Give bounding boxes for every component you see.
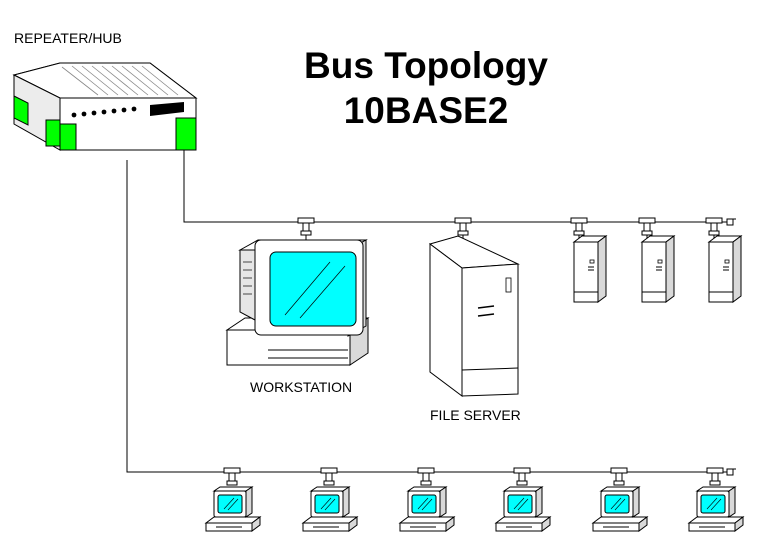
- tower-pc: [708, 235, 742, 303]
- lower-bus: [223, 467, 737, 486]
- hub-label: REPEATER/HUB: [14, 30, 122, 46]
- tower-pc: [641, 235, 675, 303]
- tower-pc: [573, 235, 607, 303]
- upper-bus: [297, 217, 737, 236]
- diagram-title-line-2: 10BASE2: [344, 90, 509, 131]
- desktop-pc: [495, 486, 551, 532]
- file-server: [428, 235, 520, 397]
- workstation-label: WORKSTATION: [250, 379, 352, 395]
- desktop-pc: [592, 486, 648, 532]
- diagram-title-line-1: Bus Topology: [304, 45, 548, 86]
- workstation: [225, 235, 370, 366]
- file-server-label: FILE SERVER: [430, 407, 521, 423]
- repeater-hub: [12, 62, 198, 151]
- desktop-pc: [302, 486, 358, 532]
- desktop-pc: [688, 486, 744, 532]
- desktop-pc: [205, 486, 261, 532]
- hub-cables: [126, 150, 729, 473]
- desktop-pc: [399, 486, 455, 532]
